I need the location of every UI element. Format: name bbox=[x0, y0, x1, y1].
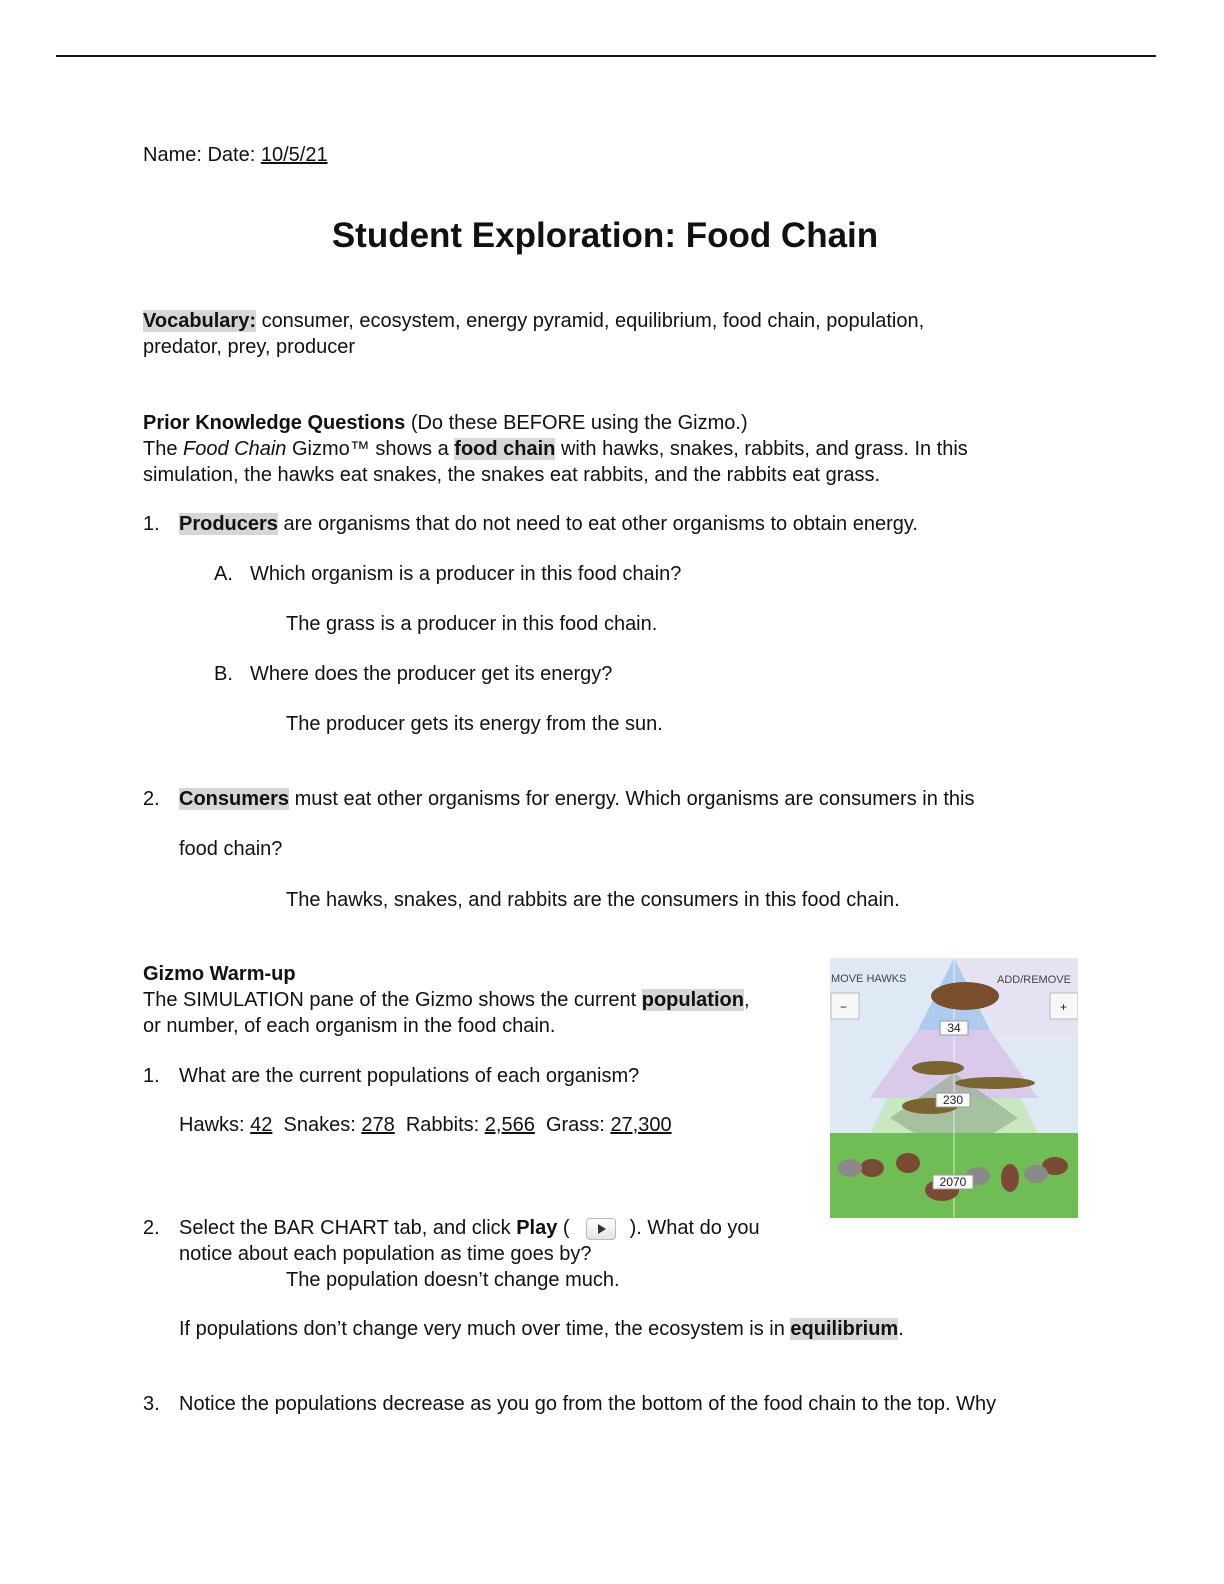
snakes-value: 278 bbox=[361, 1114, 395, 1136]
question-number: 1. bbox=[143, 1065, 160, 1087]
vocabulary-terms: consumer, ecosystem, energy pyramid, equ… bbox=[261, 310, 925, 332]
answer-1b: The producer gets its energy from the su… bbox=[286, 713, 663, 735]
vocabulary-line-1: Vocabulary: consumer, ecosystem, energy … bbox=[143, 308, 924, 334]
text: with hawks, snakes, rabbits, and grass. … bbox=[560, 438, 968, 460]
text: Gizmo™ shows a bbox=[292, 438, 449, 460]
answer-1a: The grass is a producer in this food cha… bbox=[286, 613, 658, 635]
hawk-count-box bbox=[939, 1020, 969, 1036]
add-remove-label: ADD/REMOVE bbox=[997, 974, 1071, 986]
prior-heading-text: Prior Knowledge Questions bbox=[143, 412, 406, 434]
question-number: 1. bbox=[143, 513, 160, 535]
text: ). What do you bbox=[629, 1217, 760, 1239]
snake-count-box bbox=[935, 1092, 971, 1108]
question-text: Where does the producer get its energy? bbox=[250, 663, 613, 685]
plus-button bbox=[1049, 992, 1078, 1020]
header-rule bbox=[56, 55, 1156, 57]
question-1a: A. Which organism is a producer in this f… bbox=[214, 561, 681, 587]
question-letter: A. bbox=[214, 563, 233, 585]
rabbits-value: 2,566 bbox=[484, 1114, 535, 1136]
question-text: are organisms that do not need to eat ot… bbox=[283, 513, 918, 535]
warmup-question-2: 2. Select the BAR CHART tab, and click Pl… bbox=[143, 1215, 760, 1241]
term-producers: Producers bbox=[179, 513, 278, 535]
question-text: Notice the populations decrease as you g… bbox=[179, 1393, 997, 1415]
warmup-intro-1: The SIMULATION pane of the Gizmo shows t… bbox=[143, 987, 750, 1013]
prior-question-1: 1. Producers are organisms that do not ne… bbox=[143, 511, 918, 537]
answer-2: The hawks, snakes, and rabbits are the c… bbox=[286, 889, 900, 911]
warmup-intro-2: or number, of each organism in the food … bbox=[143, 1015, 556, 1037]
question-text: Which organism is a producer in this foo… bbox=[250, 563, 682, 585]
warmup-heading: Gizmo Warm-up bbox=[143, 963, 296, 985]
hawk-count: 34 bbox=[947, 1021, 961, 1035]
rabbit-count: 2070 bbox=[940, 1175, 967, 1189]
minus-button bbox=[830, 992, 860, 1020]
grass-value: 27,300 bbox=[610, 1114, 672, 1136]
play-icon bbox=[585, 1217, 616, 1240]
hawks-label: Hawks: bbox=[179, 1114, 245, 1136]
answer-warmup-2: The population doesn’t change much. bbox=[286, 1269, 620, 1291]
snakes-label: Snakes: bbox=[283, 1114, 356, 1136]
right-panel bbox=[954, 958, 1078, 1038]
rabbit-count-box bbox=[932, 1174, 974, 1190]
rabbits-label: Rabbits: bbox=[405, 1114, 480, 1136]
snake-count: 230 bbox=[943, 1093, 963, 1107]
name-label: Name: bbox=[143, 144, 202, 166]
prior-intro-2: simulation, the hawks eat snakes, the sn… bbox=[143, 464, 881, 486]
prior-question-2-cont: food chain? bbox=[179, 838, 283, 860]
prior-heading: Prior Knowledge Questions (Do these BEFO… bbox=[143, 410, 748, 436]
snake-icon bbox=[912, 1061, 964, 1075]
question-text: What are the current populations of each… bbox=[179, 1065, 640, 1087]
page-title: Student Exploration: Food Chain bbox=[331, 216, 879, 255]
term-consumers: Consumers bbox=[179, 788, 290, 810]
text: Select the BAR CHART tab, and click bbox=[179, 1217, 511, 1239]
term-food-chain: food chain bbox=[454, 438, 556, 460]
text: ( bbox=[562, 1217, 570, 1239]
plus-icon: + bbox=[1060, 1000, 1067, 1014]
prior-question-2: 2. Consumers must eat other organisms for… bbox=[143, 786, 975, 812]
date-value: 10/5/21 bbox=[260, 144, 328, 166]
term-equilibrium: equilibrium bbox=[790, 1318, 899, 1340]
warmup-question-1: 1. What are the current populations of ea… bbox=[143, 1063, 639, 1089]
text: If populations don’t change very much ov… bbox=[179, 1318, 785, 1340]
prior-heading-note: (Do these BEFORE using the Gizmo.) bbox=[410, 412, 748, 434]
gizmo-pyramid-screenshot: MOVE HAWKS ADD/REMOVE − + 34 230 2070 bbox=[830, 958, 1078, 1218]
name-date-line: Name: Date: 10/5/21 bbox=[143, 142, 328, 168]
minus-icon: − bbox=[840, 1000, 847, 1014]
warmup-question-3: 3. Notice the populations decrease as you… bbox=[143, 1391, 996, 1417]
question-1b: B. Where does the producer get its energy… bbox=[214, 661, 612, 687]
question-number: 2. bbox=[143, 1217, 160, 1239]
text: , bbox=[743, 989, 750, 1011]
question-letter: B. bbox=[214, 663, 233, 685]
term-population: population bbox=[641, 989, 744, 1011]
text: . bbox=[898, 1318, 904, 1340]
move-hawks-label: MOVE HAWKS bbox=[831, 973, 906, 985]
populations-answer: Hawks: 42 Snakes: 278 Rabbits: 2,566 Gra… bbox=[179, 1112, 672, 1138]
gizmo-name: Food Chain bbox=[183, 438, 287, 460]
play-label: Play bbox=[516, 1217, 558, 1239]
prior-intro-1: The Food Chain Gizmo™ shows a food chain… bbox=[143, 436, 968, 462]
warmup-question-2-cont: notice about each population as time goe… bbox=[179, 1243, 592, 1265]
text: The SIMULATION pane of the Gizmo shows t… bbox=[143, 989, 637, 1011]
question-number: 2. bbox=[143, 788, 160, 810]
date-label: Date: bbox=[207, 144, 256, 166]
hawks-value: 42 bbox=[250, 1114, 273, 1136]
text: The bbox=[143, 438, 178, 460]
equilibrium-note: If populations don’t change very much ov… bbox=[179, 1316, 904, 1342]
hawk-icon bbox=[931, 982, 999, 1010]
question-text: must eat other organisms for energy. Whi… bbox=[294, 788, 975, 810]
vocabulary-label: Vocabulary: bbox=[143, 310, 256, 332]
vocabulary-line-2: predator, prey, producer bbox=[143, 336, 355, 358]
question-number: 3. bbox=[143, 1393, 160, 1415]
grass-label: Grass: bbox=[545, 1114, 605, 1136]
rabbit-icons bbox=[860, 1153, 1068, 1201]
snake-icon bbox=[955, 1077, 1035, 1089]
